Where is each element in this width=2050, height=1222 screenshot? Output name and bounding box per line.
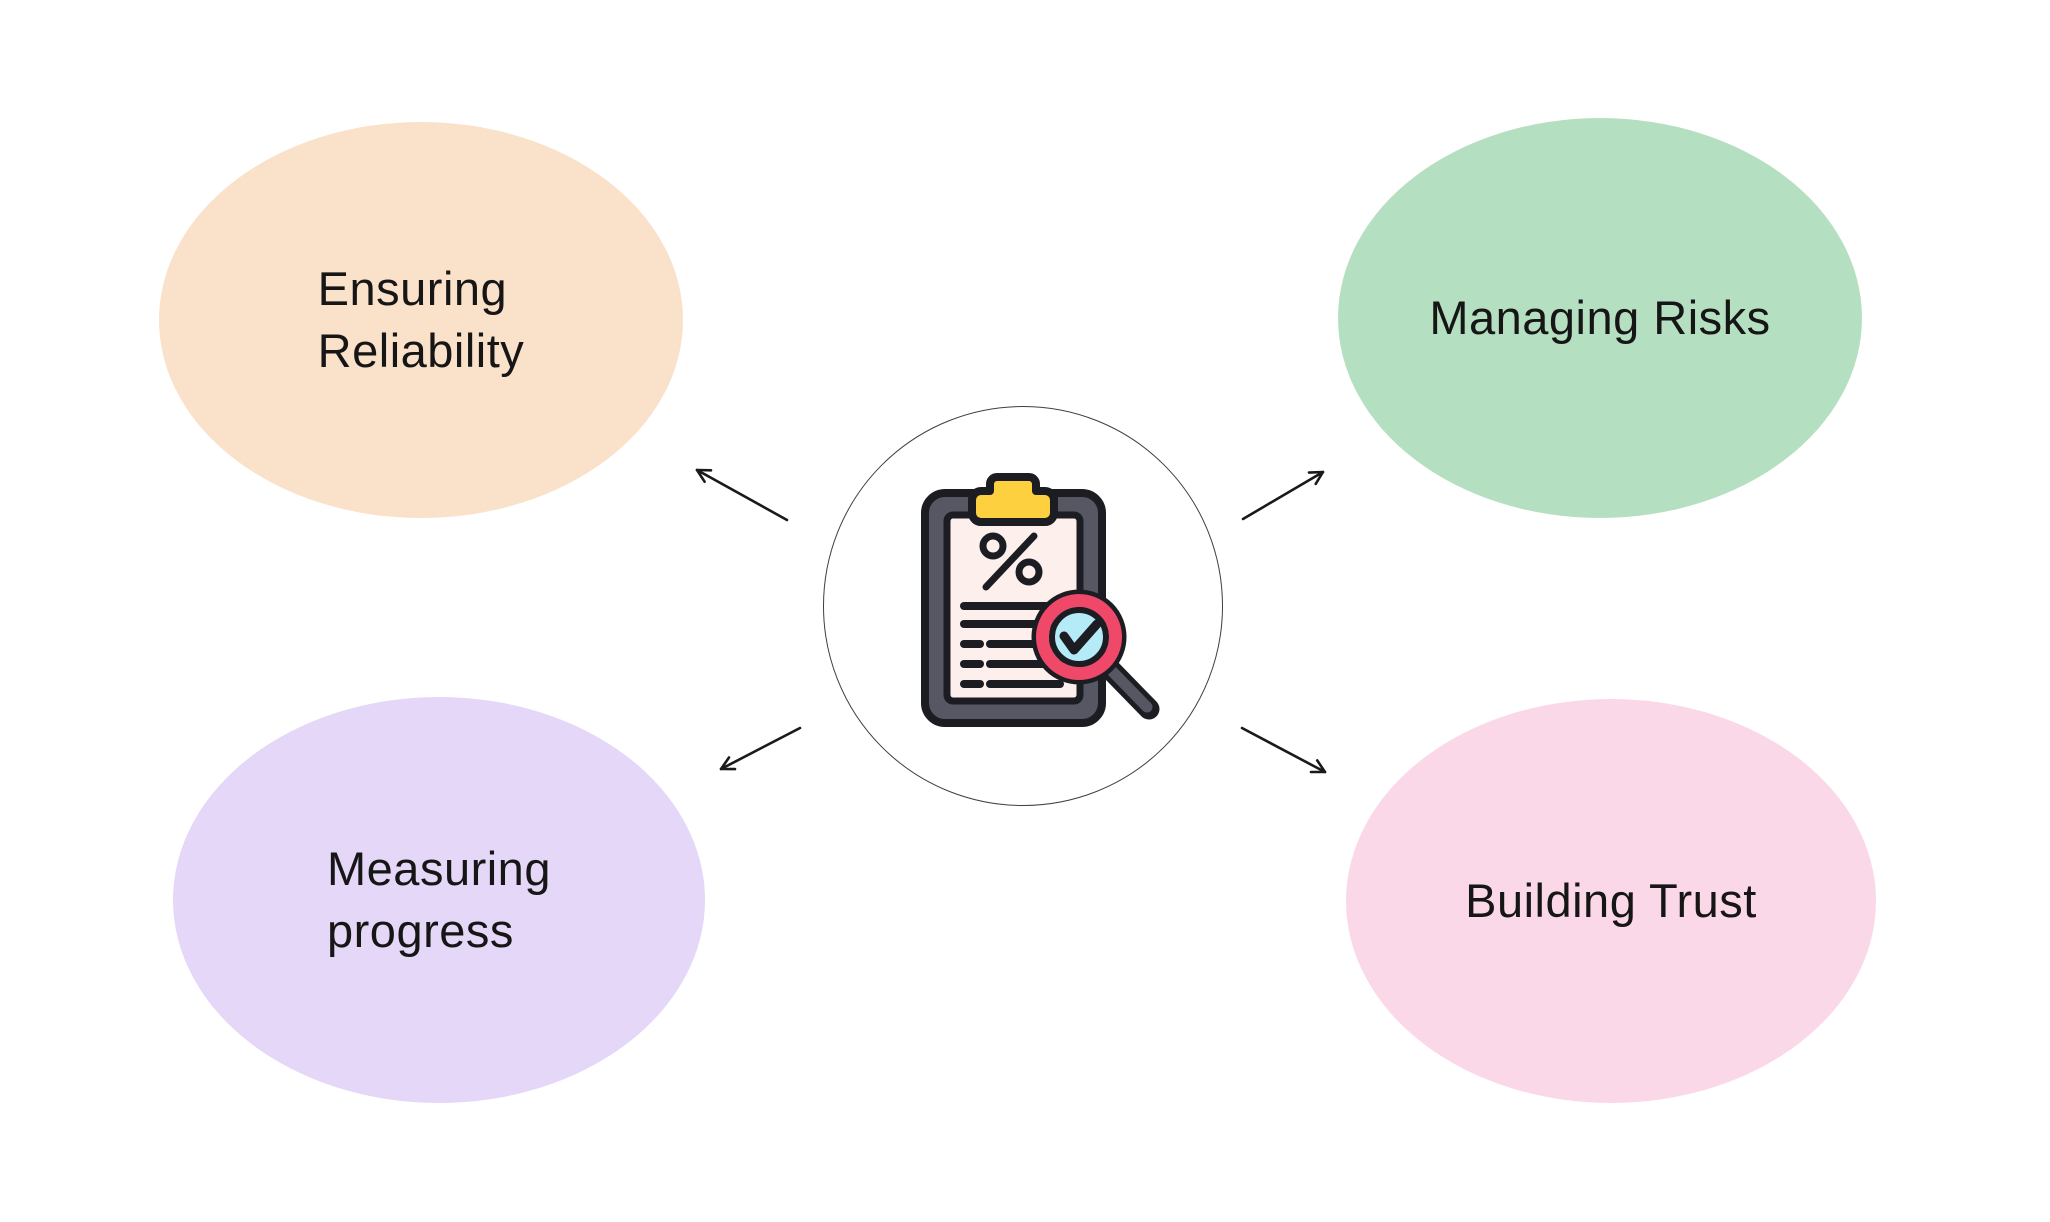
node-label-line: Managing Risks	[1429, 291, 1771, 344]
node-label-line: Reliability	[317, 324, 525, 377]
node-label: Managing Risks	[1429, 287, 1770, 349]
arrow-to-managing-risks	[1241, 470, 1325, 521]
node-label: Ensuring Reliability	[318, 258, 525, 382]
node-managing-risks: Managing Risks	[1338, 118, 1862, 518]
clipboard-audit-icon	[921, 473, 1160, 727]
arrow-to-building-trust	[1240, 726, 1327, 774]
node-building-trust: Building Trust	[1346, 699, 1876, 1103]
arrow-to-ensuring-reliability	[695, 468, 789, 522]
magnifier-ring	[1031, 589, 1127, 685]
magnifier-ring-pink	[1036, 594, 1122, 680]
node-label-line: Measuring	[327, 842, 551, 895]
node-label-line: progress	[327, 904, 514, 957]
magnifier-handle	[1098, 657, 1160, 720]
checkmark-icon	[1059, 619, 1102, 655]
node-ensuring-reliability: Ensuring Reliability	[159, 122, 683, 518]
node-measuring-progress: Measuring progress	[173, 697, 705, 1103]
node-label: Building Trust	[1465, 870, 1757, 932]
arrow-to-measuring-progress	[719, 726, 802, 771]
clipboard-clip-icon	[968, 473, 1058, 526]
node-label: Measuring progress	[327, 838, 551, 962]
node-label-line: Ensuring	[317, 262, 508, 315]
percent-icon	[979, 532, 1043, 591]
node-label-line: Building Trust	[1465, 874, 1757, 927]
